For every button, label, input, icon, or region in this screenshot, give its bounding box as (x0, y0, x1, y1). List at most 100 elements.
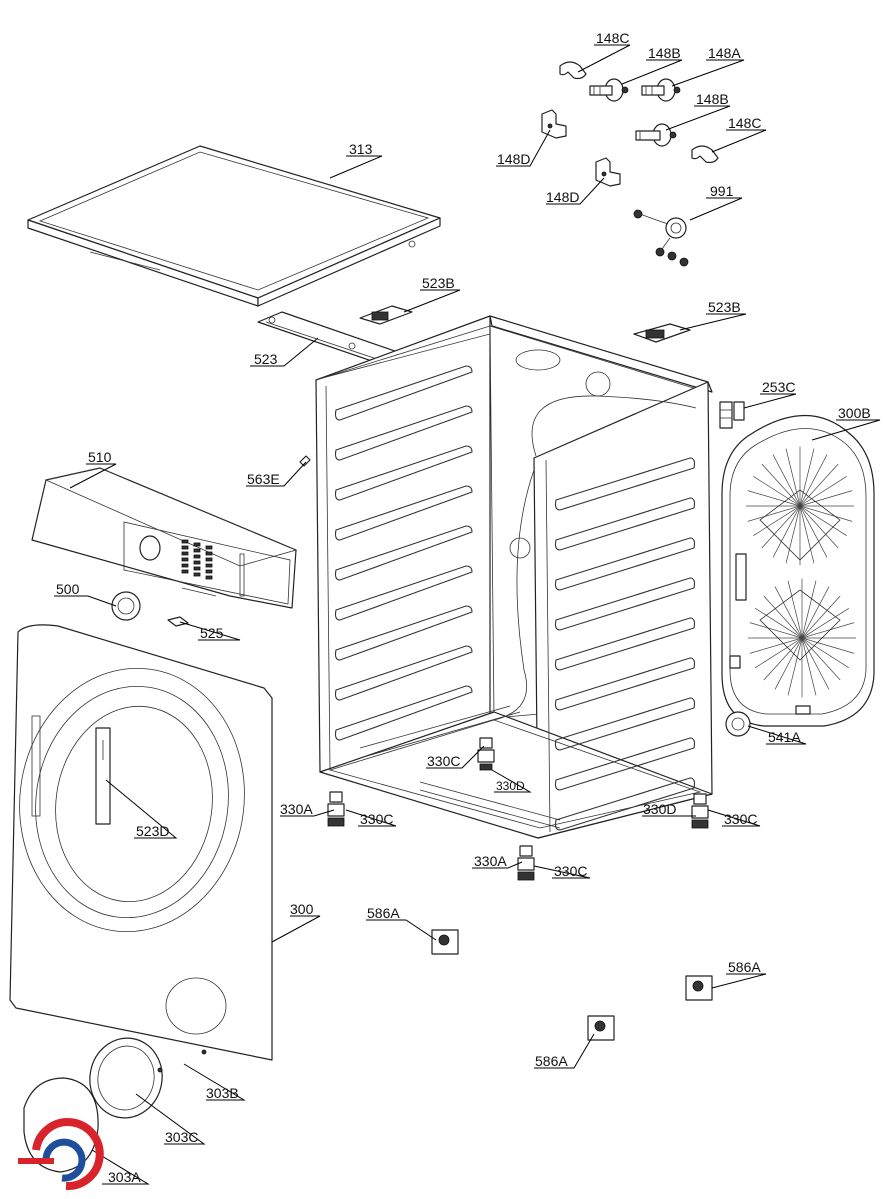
bracket-148d-2[interactable] (595, 157, 621, 187)
left-panel-rib (334, 365, 473, 421)
clip-148c-mid[interactable] (691, 145, 719, 164)
label-330c-2: 330C (360, 811, 393, 827)
right-panel-rib (554, 657, 696, 711)
part-labels: 148C 148B 148A 148B 148C 148D 148D 991 3… (56, 30, 871, 1185)
label-303b: 303B (206, 1085, 239, 1101)
panel-led (193, 542, 201, 547)
cabinet-frame[interactable] (315, 315, 713, 839)
panel-led (205, 575, 213, 580)
spoke-line (799, 454, 828, 507)
spoke-line (787, 580, 803, 639)
left-panel-rib (334, 485, 473, 541)
bracket-586a-3[interactable] (587, 1015, 615, 1041)
left-panel-rib (334, 645, 473, 701)
control-panel-510[interactable] (31, 467, 298, 609)
left-panel-rib (334, 445, 473, 501)
label-991: 991 (710, 183, 734, 199)
screw-563e[interactable] (299, 455, 311, 467)
panel-led (181, 569, 189, 574)
spoke-line (763, 637, 803, 681)
label-148d-1: 148D (497, 151, 530, 167)
bracket-586a-2[interactable] (685, 975, 713, 1001)
panel-led (193, 554, 201, 559)
label-148c-top: 148C (596, 30, 629, 46)
spoke-line (785, 448, 801, 507)
label-330a-1: 330A (280, 801, 313, 817)
label-330a-2: 330A (474, 853, 507, 869)
panel-led (205, 557, 213, 562)
screw-303b[interactable] (157, 1049, 207, 1073)
label-300: 300 (290, 901, 314, 917)
label-500: 500 (56, 581, 80, 597)
front-panel-300[interactable] (3, 624, 273, 1061)
spoke-line (801, 637, 817, 696)
spoke-line (801, 580, 817, 639)
left-panel-ribs (334, 365, 473, 741)
label-523b-2: 523B (708, 299, 741, 315)
label-313: 313 (349, 141, 373, 157)
foot-330a-2[interactable] (517, 845, 535, 881)
spoke-line (801, 637, 849, 668)
spoke-line (799, 463, 839, 507)
spoke-line (747, 505, 801, 522)
panel-led (193, 560, 201, 565)
label-523: 523 (254, 351, 278, 367)
spoke-line (799, 505, 847, 536)
back-panel-300b[interactable] (721, 414, 875, 727)
label-148d-2: 148D (546, 189, 579, 205)
latch-253c[interactable] (719, 401, 745, 429)
pump-541a[interactable] (725, 711, 751, 737)
spoke-line (799, 490, 853, 507)
hinge-523b-2[interactable] (633, 323, 691, 343)
foot-330a-1[interactable] (327, 791, 345, 827)
right-panel-ribs (554, 457, 696, 831)
foot-330d-2[interactable] (691, 793, 709, 829)
spoke-line (761, 505, 801, 549)
panel-led (205, 563, 213, 568)
spoke-line (772, 454, 801, 507)
brand-logo (18, 1118, 104, 1191)
top-panel-313[interactable] (27, 145, 441, 307)
left-panel-rib (334, 405, 473, 461)
spoke-line (799, 505, 828, 558)
spoke-line (761, 463, 801, 507)
panel-led (205, 569, 213, 574)
spoke-line (801, 608, 849, 639)
valve-148a[interactable] (641, 78, 681, 102)
right-panel-rib (554, 777, 696, 831)
bracket-586a-1[interactable] (431, 929, 459, 955)
panel-led (193, 548, 201, 553)
hatch-frame-303c[interactable] (84, 1032, 169, 1123)
spoke-line (801, 595, 841, 639)
spoke-line (787, 637, 803, 696)
panel-led (181, 557, 189, 562)
spoke-line (799, 505, 839, 549)
panel-led (193, 566, 201, 571)
hinge-523b-1[interactable] (359, 305, 413, 325)
foot-330c-1[interactable] (477, 737, 495, 771)
label-541a: 541A (768, 729, 801, 745)
valve-148b-top[interactable] (589, 78, 629, 102)
clip-148c-top[interactable] (559, 61, 587, 80)
spoke-line (801, 637, 855, 654)
label-525: 525 (200, 625, 224, 641)
panel-led (181, 563, 189, 568)
bracket-148d-1[interactable] (541, 109, 567, 139)
button-525[interactable] (167, 616, 189, 627)
label-586a-3: 586A (535, 1053, 568, 1069)
right-panel-rib (554, 537, 696, 591)
sensor-991[interactable] (633, 209, 689, 267)
right-panel-rib (554, 457, 696, 511)
spoke-line (799, 505, 815, 564)
spoke-line (774, 586, 803, 639)
panel-led (181, 539, 189, 544)
valve-148b-mid[interactable] (635, 123, 677, 147)
spoke-line (749, 622, 803, 639)
panel-led (205, 551, 213, 556)
label-330c-1: 330C (427, 753, 460, 769)
panel-led (181, 545, 189, 550)
label-586a-1: 586A (367, 905, 400, 921)
knob-500[interactable] (111, 591, 141, 621)
label-523b-1: 523B (422, 275, 455, 291)
spoke-line (755, 637, 803, 668)
